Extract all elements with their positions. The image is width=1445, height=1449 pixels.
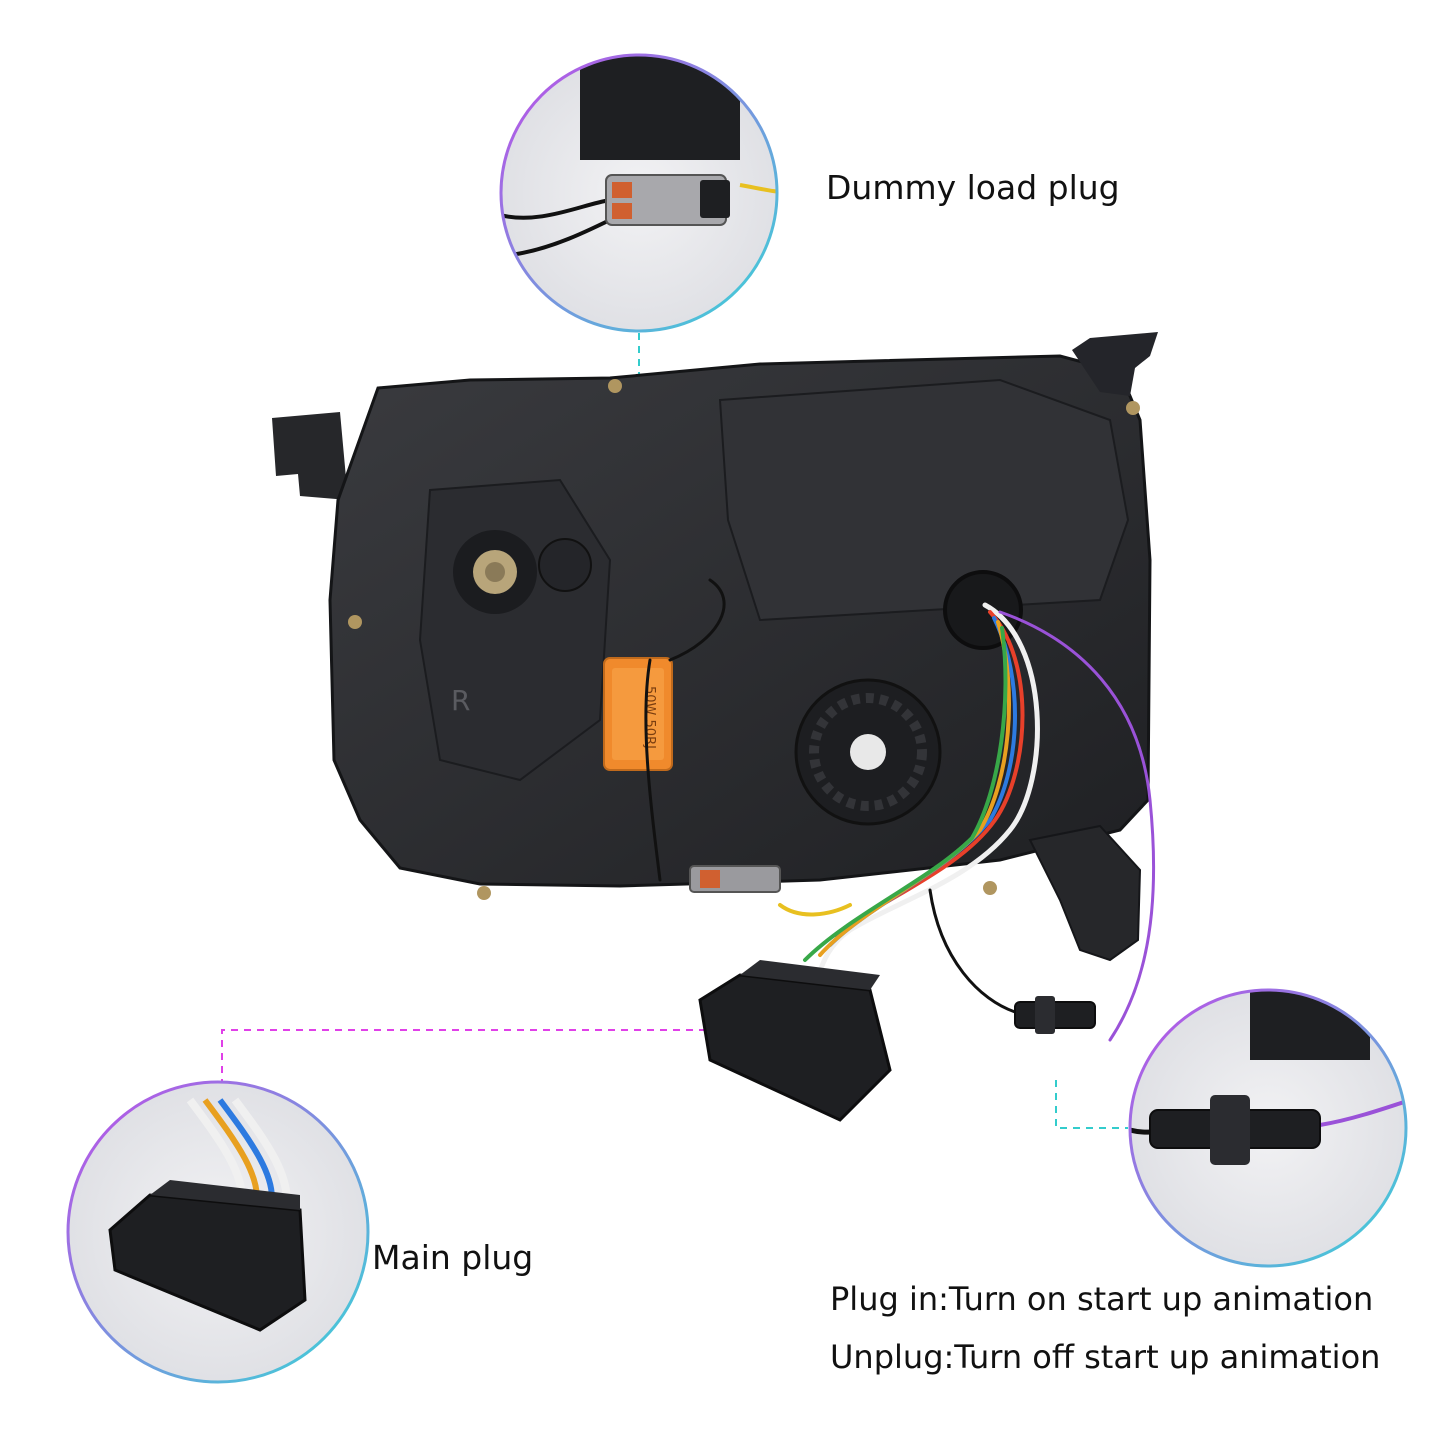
- animation-plug-leader: [1055, 1080, 1128, 1129]
- plug-in-instruction: Plug in:Turn on start up animation: [830, 1280, 1374, 1318]
- wire-harness: [644, 578, 1156, 1042]
- load-resistor: 50W 50RJ: [603, 657, 673, 771]
- unplug-instruction: Unplug:Turn off start up animation: [830, 1338, 1381, 1376]
- zoom-circle-main-plug: [66, 1080, 370, 1384]
- bulb-cap: [794, 678, 942, 826]
- resistor-marking: 50W 50RJ: [642, 686, 657, 749]
- dummy-load-plug-label: Dummy load plug: [826, 168, 1120, 207]
- zoom-circle-animation-plug: [1128, 988, 1408, 1268]
- dummy-load-plug-connector: [689, 865, 781, 893]
- headlight-assembly: R: [272, 332, 1158, 962]
- main-plug-leader: [221, 1029, 705, 1112]
- zoom-circle-dummy-load: [499, 53, 779, 333]
- main-plug-connector: [698, 960, 892, 1122]
- main-plug-label: Main plug: [372, 1238, 534, 1277]
- animation-plug-connector: [1014, 996, 1096, 1034]
- housing-side-mark: R: [451, 684, 470, 717]
